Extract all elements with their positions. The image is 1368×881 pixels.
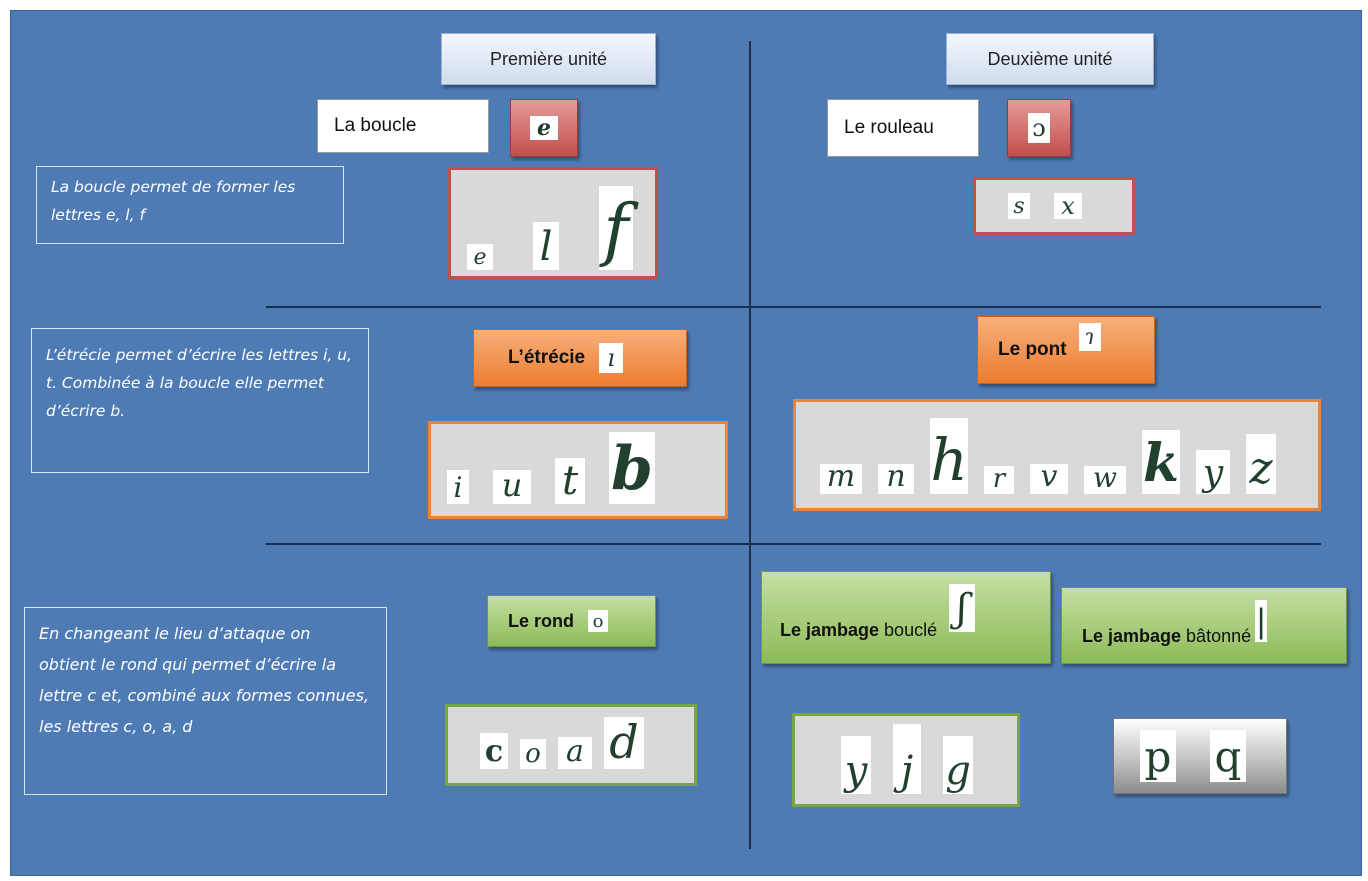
letter-y: y <box>1196 450 1230 494</box>
letter-p: p <box>1140 730 1176 782</box>
letter-h: h <box>930 418 968 494</box>
letter-k: k <box>1142 430 1180 494</box>
letter-x: x <box>1054 192 1082 220</box>
horizontal-divider-top <box>266 306 1321 308</box>
jambage-boucle-text: Le jambage bouclé <box>780 620 937 641</box>
jambage-batonne-bold: Le jambage <box>1082 626 1182 646</box>
rouleau-label: Le rouleau <box>827 99 979 157</box>
jambage-batonne-text: Le jambage bâtonné <box>1082 626 1251 647</box>
etrecie-letters-box: i u t b <box>428 421 728 519</box>
letter-u: u <box>493 466 531 504</box>
letter-q: q <box>1210 730 1246 782</box>
pont-glyph: ɿ <box>1078 323 1101 351</box>
first-unit-header: Première unité <box>441 33 656 85</box>
etrecie-label: L’étrécie <box>508 347 586 368</box>
vertical-divider <box>749 41 751 849</box>
jambage-boucle-bold: Le jambage <box>780 620 880 640</box>
jambage-batonne-letters-box: p q <box>1113 718 1287 794</box>
boucle-letters-box: e l f <box>448 167 658 279</box>
letter-d: d <box>604 715 644 769</box>
jambage-batonne-button: Le jambage bâtonné | <box>1061 587 1347 664</box>
rond-label: Le rond <box>508 610 574 631</box>
letter-y2: y <box>841 736 871 794</box>
rond-description: En changeant le lieu d’attaque on obtien… <box>24 607 387 795</box>
second-unit-header: Deuxième unité <box>946 33 1154 85</box>
rouleau-glyph-button: ɔ <box>1007 99 1071 157</box>
etrecie-button: L’étrécie ı <box>473 329 687 387</box>
pont-label: Le pont <box>998 339 1067 360</box>
jambage-boucle-letters-box: y j g <box>792 713 1020 807</box>
rouleau-letters-box: s x <box>973 177 1135 235</box>
boucle-label: La boucle <box>317 99 489 153</box>
letter-f: f <box>599 186 633 270</box>
boucle-glyph: e <box>530 115 558 141</box>
jambage-batonne-glyph: | <box>1255 600 1268 642</box>
etrecie-description: L’étrécie permet d’écrire les lettres i,… <box>31 328 369 473</box>
jambage-boucle-glyph: ʃ <box>949 584 976 632</box>
letter-n: n <box>878 459 914 494</box>
rond-glyph: o <box>588 610 608 632</box>
letter-z: z <box>1246 434 1276 494</box>
letter-b: b <box>609 432 655 504</box>
rond-button: Le rond o <box>487 595 656 647</box>
letter-a: a <box>558 734 592 769</box>
letter-i: i <box>447 470 469 504</box>
pont-letters-box: m n h r v w k y z <box>793 399 1321 511</box>
boucle-glyph-button: e <box>510 99 578 157</box>
letter-j: j <box>893 724 921 794</box>
pont-button: Le pont ɿ <box>977 316 1155 384</box>
letter-t: t <box>555 458 585 504</box>
horizontal-divider-bottom <box>266 543 1321 545</box>
jambage-boucle-rest: bouclé <box>879 620 938 640</box>
letter-l: l <box>533 222 559 270</box>
letter-c: c <box>480 733 508 769</box>
board: Première unité Deuxième unité La boucle … <box>10 10 1362 876</box>
jambage-batonne-rest: bâtonné <box>1181 626 1252 646</box>
letter-e: e <box>467 244 493 270</box>
rond-letters-box: c o a d <box>445 704 697 786</box>
letter-m: m <box>820 459 862 494</box>
boucle-description: La boucle permet de former les lettres e… <box>36 166 344 244</box>
letter-o: o <box>520 739 546 769</box>
jambage-boucle-button: Le jambage bouclé ʃ <box>761 571 1051 664</box>
letter-g: g <box>943 736 973 794</box>
letter-s: s <box>1008 193 1030 219</box>
letter-w: w <box>1084 461 1126 494</box>
letter-v: v <box>1030 459 1068 494</box>
letter-r: r <box>984 464 1014 494</box>
rouleau-glyph: ɔ <box>1028 113 1050 143</box>
etrecie-glyph: ı <box>599 343 624 373</box>
